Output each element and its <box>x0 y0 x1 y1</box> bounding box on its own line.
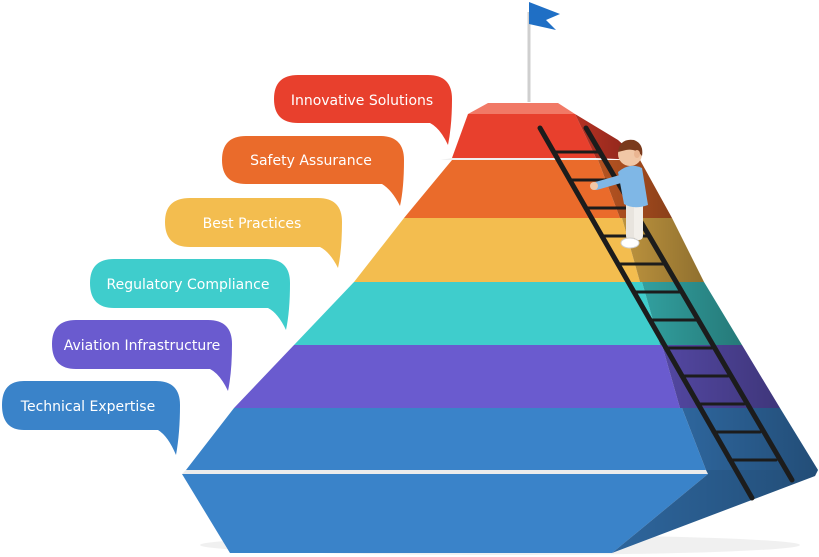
bubble-aviation-infrastructure: Aviation Infrastructure <box>52 320 232 391</box>
bubble-regulatory-compliance: Regulatory Compliance <box>90 259 290 330</box>
bubble-innovative-solutions: Innovative Solutions <box>274 75 452 145</box>
bubble-technical-expertise: Technical Expertise <box>2 381 180 455</box>
label-best-practices: Best Practices <box>203 216 302 232</box>
label-technical-expertise: Technical Expertise <box>20 399 155 415</box>
tier-best-practices <box>354 218 704 282</box>
tier-regulatory-compliance <box>294 282 742 345</box>
climbing-person-icon <box>590 139 648 249</box>
bubble-safety-assurance: Safety Assurance <box>222 136 404 206</box>
flag-icon <box>527 2 560 102</box>
label-safety-assurance: Safety Assurance <box>250 153 372 169</box>
tier-innovative-solutions <box>452 103 640 160</box>
tier-technical-expertise <box>182 408 818 553</box>
label-aviation-infrastructure: Aviation Infrastructure <box>64 338 221 354</box>
label-regulatory-compliance: Regulatory Compliance <box>107 277 270 293</box>
bubble-best-practices: Best Practices <box>165 198 342 268</box>
label-innovative-solutions: Innovative Solutions <box>291 93 433 109</box>
